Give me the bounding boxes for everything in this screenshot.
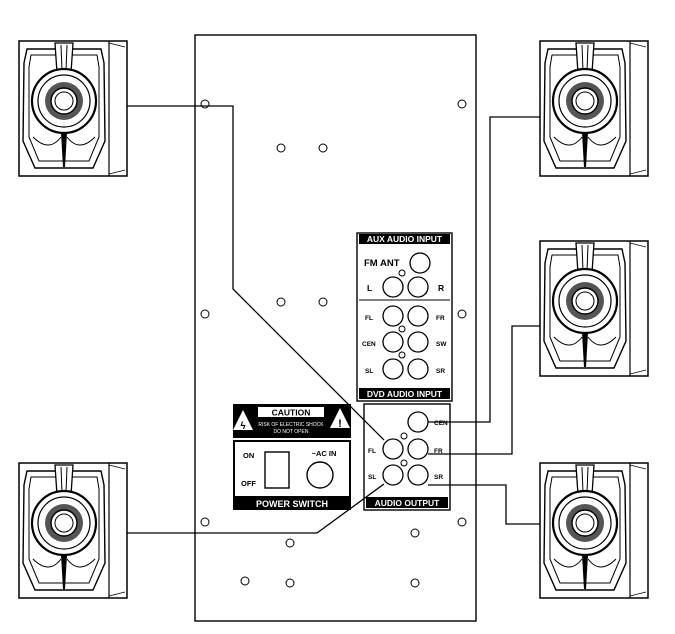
small-hole — [400, 432, 408, 440]
dvd-sl-label: SL — [365, 368, 373, 375]
dvd-cen-jack[interactable] — [382, 331, 404, 353]
cable-surround-left — [127, 483, 385, 534]
dvd-cen-label: CEN — [362, 341, 376, 348]
cable-surround-right — [428, 484, 540, 525]
cable-front-left — [127, 105, 385, 441]
small-hole — [398, 351, 406, 359]
fm-antenna-jack[interactable] — [409, 252, 431, 274]
input-jack-panel: AUX AUDIO INPUT FM ANT L R FL FR CEN SW … — [356, 232, 453, 402]
warning-triangle-icon-left — [233, 410, 253, 430]
ac-in-label: ~AC IN — [312, 449, 337, 458]
warning-triangle-icon-right — [330, 408, 350, 428]
out-fl-jack[interactable] — [382, 438, 404, 460]
out-fl-label: FL — [368, 448, 376, 455]
aux-left-jack[interactable] — [382, 276, 404, 298]
aux-left-label: L — [367, 283, 372, 293]
dvd-fr-jack[interactable] — [407, 305, 429, 327]
small-hole — [400, 459, 408, 467]
speaker-surround-right — [538, 461, 650, 600]
svg-text:!: ! — [338, 418, 342, 430]
aux-audio-input-title: AUX AUDIO INPUT — [367, 234, 443, 244]
power-switch-rocker[interactable] — [264, 451, 290, 489]
ac-in-socket[interactable] — [306, 461, 334, 489]
dvd-sr-label: SR — [436, 368, 445, 375]
speaker-cables — [127, 105, 540, 534]
power-switch-title: POWER SWITCH — [256, 499, 328, 509]
aux-right-label: R — [438, 283, 444, 293]
power-on-label: ON — [243, 451, 254, 460]
out-sr-label: SR — [434, 474, 443, 481]
caution-label: ϟ ! CAUTION RISK OF ELECTRIC SHOCK DO NO… — [233, 404, 351, 438]
fm-ant-label: FM ANT — [364, 258, 400, 269]
dvd-fl-jack[interactable] — [382, 305, 404, 327]
svg-text:ϟ: ϟ — [240, 421, 246, 432]
dvd-audio-input-title: DVD AUDIO INPUT — [367, 389, 443, 399]
cable-center — [428, 116, 540, 423]
aux-right-jack[interactable] — [407, 276, 429, 298]
power-off-label: OFF — [241, 479, 256, 488]
dvd-sl-jack[interactable] — [382, 358, 404, 380]
mounting-holes — [200, 99, 467, 588]
small-hole — [398, 325, 406, 333]
out-sl-jack[interactable] — [382, 464, 404, 486]
out-fr-jack[interactable] — [407, 438, 429, 460]
speaker-center — [538, 39, 650, 178]
audio-output-panel: CEN FL FR SL SR AUDIO OUTPUT — [363, 403, 451, 511]
speaker-front-left — [17, 39, 129, 178]
power-switch-panel: ON OFF ~AC IN POWER SWITCH — [233, 440, 351, 510]
out-sl-label: SL — [368, 474, 376, 481]
cable-front-right — [428, 325, 540, 455]
small-hole — [398, 269, 406, 277]
out-cen-jack[interactable] — [407, 411, 429, 433]
speaker-front-right — [538, 239, 650, 378]
dvd-sw-jack[interactable] — [407, 331, 429, 353]
dvd-sr-jack[interactable] — [407, 358, 429, 380]
out-sr-jack[interactable] — [407, 464, 429, 486]
caution-title: CAUTION — [272, 408, 311, 418]
dvd-fr-label: FR — [436, 315, 445, 322]
audio-output-title: AUDIO OUTPUT — [375, 498, 441, 508]
dvd-sw-label: SW — [436, 341, 447, 348]
caution-line-1: RISK OF ELECTRIC SHOCK — [258, 422, 324, 428]
out-cen-label: CEN — [434, 420, 448, 427]
out-fr-label: FR — [434, 448, 443, 455]
dvd-fl-label: FL — [365, 315, 373, 322]
speaker-surround-left — [17, 461, 129, 600]
caution-line-2: DO NOT OPEN — [274, 429, 309, 435]
